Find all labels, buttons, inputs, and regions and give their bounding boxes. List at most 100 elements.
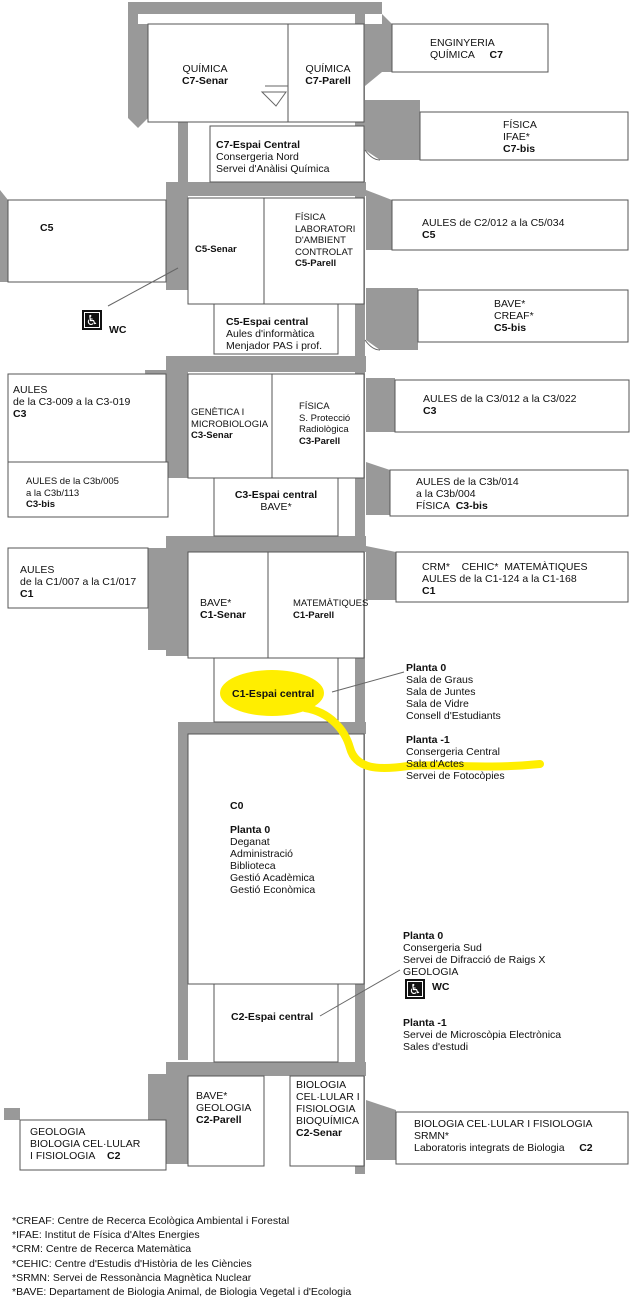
list-item: Gestió Acadèmica xyxy=(230,872,315,884)
label-line: FÍSICA xyxy=(503,119,537,131)
wheelchair-icon: ♿ xyxy=(405,979,425,999)
label-line: AULES xyxy=(13,384,48,396)
list-item: Consergeria Sud xyxy=(403,942,482,954)
label-code: C2 xyxy=(579,1142,593,1154)
label-c5-parell: FÍSICA LABORATORI D'AMBIENT CONTROLAT C5… xyxy=(295,212,355,270)
list-item: Sala de Graus xyxy=(406,674,474,686)
c3-espai-central xyxy=(213,477,339,537)
label-code: C3 xyxy=(13,408,27,420)
label-line: de la C3-009 a la C3-019 xyxy=(13,396,131,408)
label-line: GEOLOGIA xyxy=(30,1126,86,1138)
label-code: C3-bis xyxy=(455,500,488,512)
label-code: C3-Parell xyxy=(299,435,341,447)
label-line: FÍSICA xyxy=(299,401,330,412)
label-c2-planta0: Planta 0 Consergeria Sud Servei de Difra… xyxy=(403,930,545,978)
room-aules-c5 xyxy=(391,199,629,251)
label-code: C3-Senar xyxy=(191,430,233,441)
label-wc-c2: WC xyxy=(432,981,450,993)
label-fisica-c7-bis: FÍSICA IFAE* C7-bis xyxy=(503,119,537,155)
label-code: C5-Parell xyxy=(295,258,337,269)
label-c5-left: C5 xyxy=(40,222,54,234)
label-line: BIOLOGIA CEL·LULAR xyxy=(30,1138,141,1150)
label-line: LABORATORI xyxy=(295,223,356,235)
room-geologia-c2-left xyxy=(19,1119,167,1171)
label-floor-title: Planta 0 xyxy=(230,824,271,836)
label-c1-senar: BAVE* C1-Senar xyxy=(200,597,246,621)
label-line: CREAF* xyxy=(494,310,534,322)
label-floor-title: Planta -1 xyxy=(403,1017,447,1029)
label-code: C7-Parell xyxy=(305,75,351,87)
label-code: C3 xyxy=(423,405,437,417)
label-line: ENGINYERIA xyxy=(430,37,495,49)
label-c3-bis-left: AULES de la C3b/005 a la C3b/113 C3-bis xyxy=(26,476,119,511)
label-line: BAVE* xyxy=(200,597,232,609)
label-c7-parell: QUÍMICA C7-Parell xyxy=(300,63,356,87)
room-c7-senar xyxy=(147,23,289,123)
label-c2-parell: BAVE* GEOLOGIA C2-Parell xyxy=(196,1090,251,1126)
label-line: Menjador PAS i prof. xyxy=(226,340,323,352)
label-code: C7 xyxy=(489,49,503,61)
label-code: C5-bis xyxy=(494,322,527,334)
label-line: MATEMÀTIQUES xyxy=(293,598,369,609)
label-line: QUÍMICA xyxy=(305,63,351,75)
room-c3-parell xyxy=(271,373,365,479)
label-code: C5 xyxy=(422,229,436,241)
list-item: Servei de Difracció de Raigs X xyxy=(403,954,546,966)
label-c3-espai-central: C3-Espai central BAVE* xyxy=(214,489,338,513)
c7-espai-central xyxy=(209,125,365,183)
list-item: Sala de Vidre xyxy=(406,698,469,710)
label-code: C5-Espai central xyxy=(226,316,309,328)
list-item: Sala de Juntes xyxy=(406,686,476,698)
label-line: AULES de la C1-124 a la C1-168 xyxy=(422,573,577,585)
label-biologia-c2-right: BIOLOGIA CEL·LULAR I FISIOLOGIA SRMN* La… xyxy=(414,1118,593,1154)
label-c3-bis-right: AULES de la C3b/014 a la C3b/004 FÍSICA … xyxy=(416,476,519,512)
label-line: BIOQUÍMICA xyxy=(296,1115,360,1127)
room-c1-parell xyxy=(267,551,365,659)
label-enginyeria: ENGINYERIA QUÍMICA C7 xyxy=(430,37,503,61)
list-item: Administració xyxy=(230,848,294,860)
label-line: FISIOLOGIA xyxy=(296,1103,356,1115)
label-line: CONTROLAT xyxy=(295,246,353,258)
label-line: CRM* CEHIC* MATEMÀTIQUES xyxy=(422,561,588,573)
room-enginyeria-c7 xyxy=(391,23,549,73)
label-line: I FISIOLOGIA xyxy=(30,1150,96,1162)
label-line: Radiològica xyxy=(299,424,349,435)
room-c5-parell xyxy=(263,197,365,305)
label-line: IFAE* xyxy=(503,131,530,143)
label-c7-senar: QUÍMICA C7-Senar xyxy=(170,63,240,87)
label-floor-title: Planta 0 xyxy=(403,930,444,942)
label-line: GEOLOGIA xyxy=(196,1102,252,1114)
label-line: BAVE* xyxy=(260,501,292,513)
label-line: QUÍMICA xyxy=(182,63,228,75)
list-item: Sales d'estudi xyxy=(403,1041,469,1053)
list-item: Gestió Econòmica xyxy=(230,884,316,896)
label-aules-c3-right: AULES de la C3/012 a la C3/022 C3 xyxy=(423,393,577,417)
label-code: C2-Senar xyxy=(296,1127,343,1139)
label-line: QUÍMICA xyxy=(430,49,475,61)
footnote: *IFAE: Institut de Física d'Altes Energi… xyxy=(12,1229,200,1242)
label-c1-espai-central: C1-Espai central xyxy=(232,688,315,700)
label-code: C1-Parell xyxy=(293,609,335,621)
label-aules-c1-left: AULES de la C1/007 a la C1/017 C1 xyxy=(20,564,136,600)
label-line: FÍSICA xyxy=(416,500,450,512)
label-code: C1-Senar xyxy=(200,609,247,621)
label-line: Laboratoris integrats de Biologia xyxy=(414,1142,565,1154)
label-c2-planta-1: Planta -1 Servei de Microscòpia Electròn… xyxy=(403,1017,561,1053)
label-code: C0 xyxy=(230,800,244,812)
label-c0: C0 Planta 0 Deganat Administració Biblio… xyxy=(230,800,315,896)
label-code: C3-Espai central xyxy=(234,489,318,501)
label-c5-bis: BAVE* CREAF* C5-bis xyxy=(494,298,534,334)
label-c1-planta0: Planta 0 Sala de Graus Sala de Juntes Sa… xyxy=(406,662,501,722)
label-wc-c5: WC xyxy=(109,324,127,336)
footnote: *CRM: Centre de Recerca Matemàtica xyxy=(12,1243,192,1256)
room-c7-parell xyxy=(287,23,365,123)
label-crm-c1: CRM* CEHIC* MATEMÀTIQUES AULES de la C1-… xyxy=(422,561,587,597)
label-line: Servei d'Anàlisi Química xyxy=(216,163,330,175)
label-line: CEL·LULAR I xyxy=(296,1091,360,1103)
label-line: AULES de C2/012 a la C5/034 xyxy=(422,217,565,229)
room-c5-senar xyxy=(187,197,265,305)
label-line: de la C1/007 a la C1/017 xyxy=(20,576,137,588)
label-c3-parell: FÍSICA S. Protecció Radiològica C3-Parel… xyxy=(299,401,350,447)
label-code: C2-Parell xyxy=(196,1114,242,1126)
